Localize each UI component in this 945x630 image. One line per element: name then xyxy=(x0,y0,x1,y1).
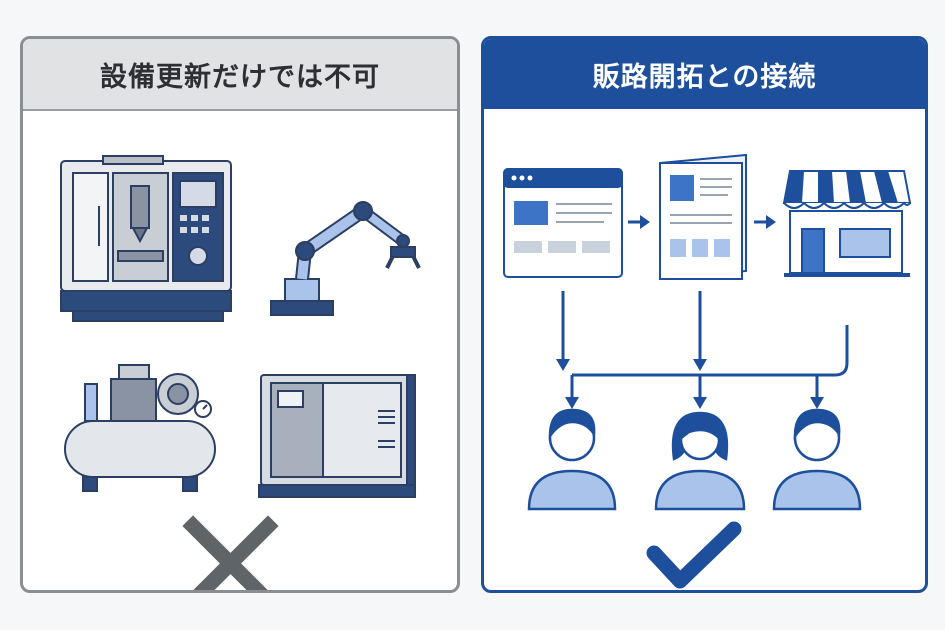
sales-channel-panel-body xyxy=(484,111,925,590)
arrow-right-icon xyxy=(754,215,776,229)
sales-channel-panel: 販路開拓との接続 xyxy=(481,36,928,593)
customer-man-icon xyxy=(527,408,617,511)
customer-woman-icon xyxy=(654,411,746,511)
robot-arm-icon xyxy=(270,201,421,316)
equipment-panel: 設備更新だけでは不可 xyxy=(20,36,460,593)
customer-man-icon xyxy=(772,408,862,511)
brochure-icon xyxy=(659,153,747,281)
check-mark-icon xyxy=(646,521,742,589)
sales-channel-panel-title: 販路開拓との接続 xyxy=(484,39,925,109)
equipment-panel-body xyxy=(23,111,457,590)
arrow-right-icon xyxy=(628,215,650,229)
industrial-cabinet-icon xyxy=(258,374,416,498)
storefront-icon xyxy=(782,170,912,277)
air-compressor-icon xyxy=(64,364,216,492)
equipment-panel-title: 設備更新だけでは不可 xyxy=(23,39,457,111)
website-icon xyxy=(503,168,623,278)
flow-connectors xyxy=(561,291,849,399)
cnc-machine-icon xyxy=(60,155,232,322)
cross-mark-icon xyxy=(182,515,279,590)
arrow-down-icons xyxy=(556,359,824,409)
